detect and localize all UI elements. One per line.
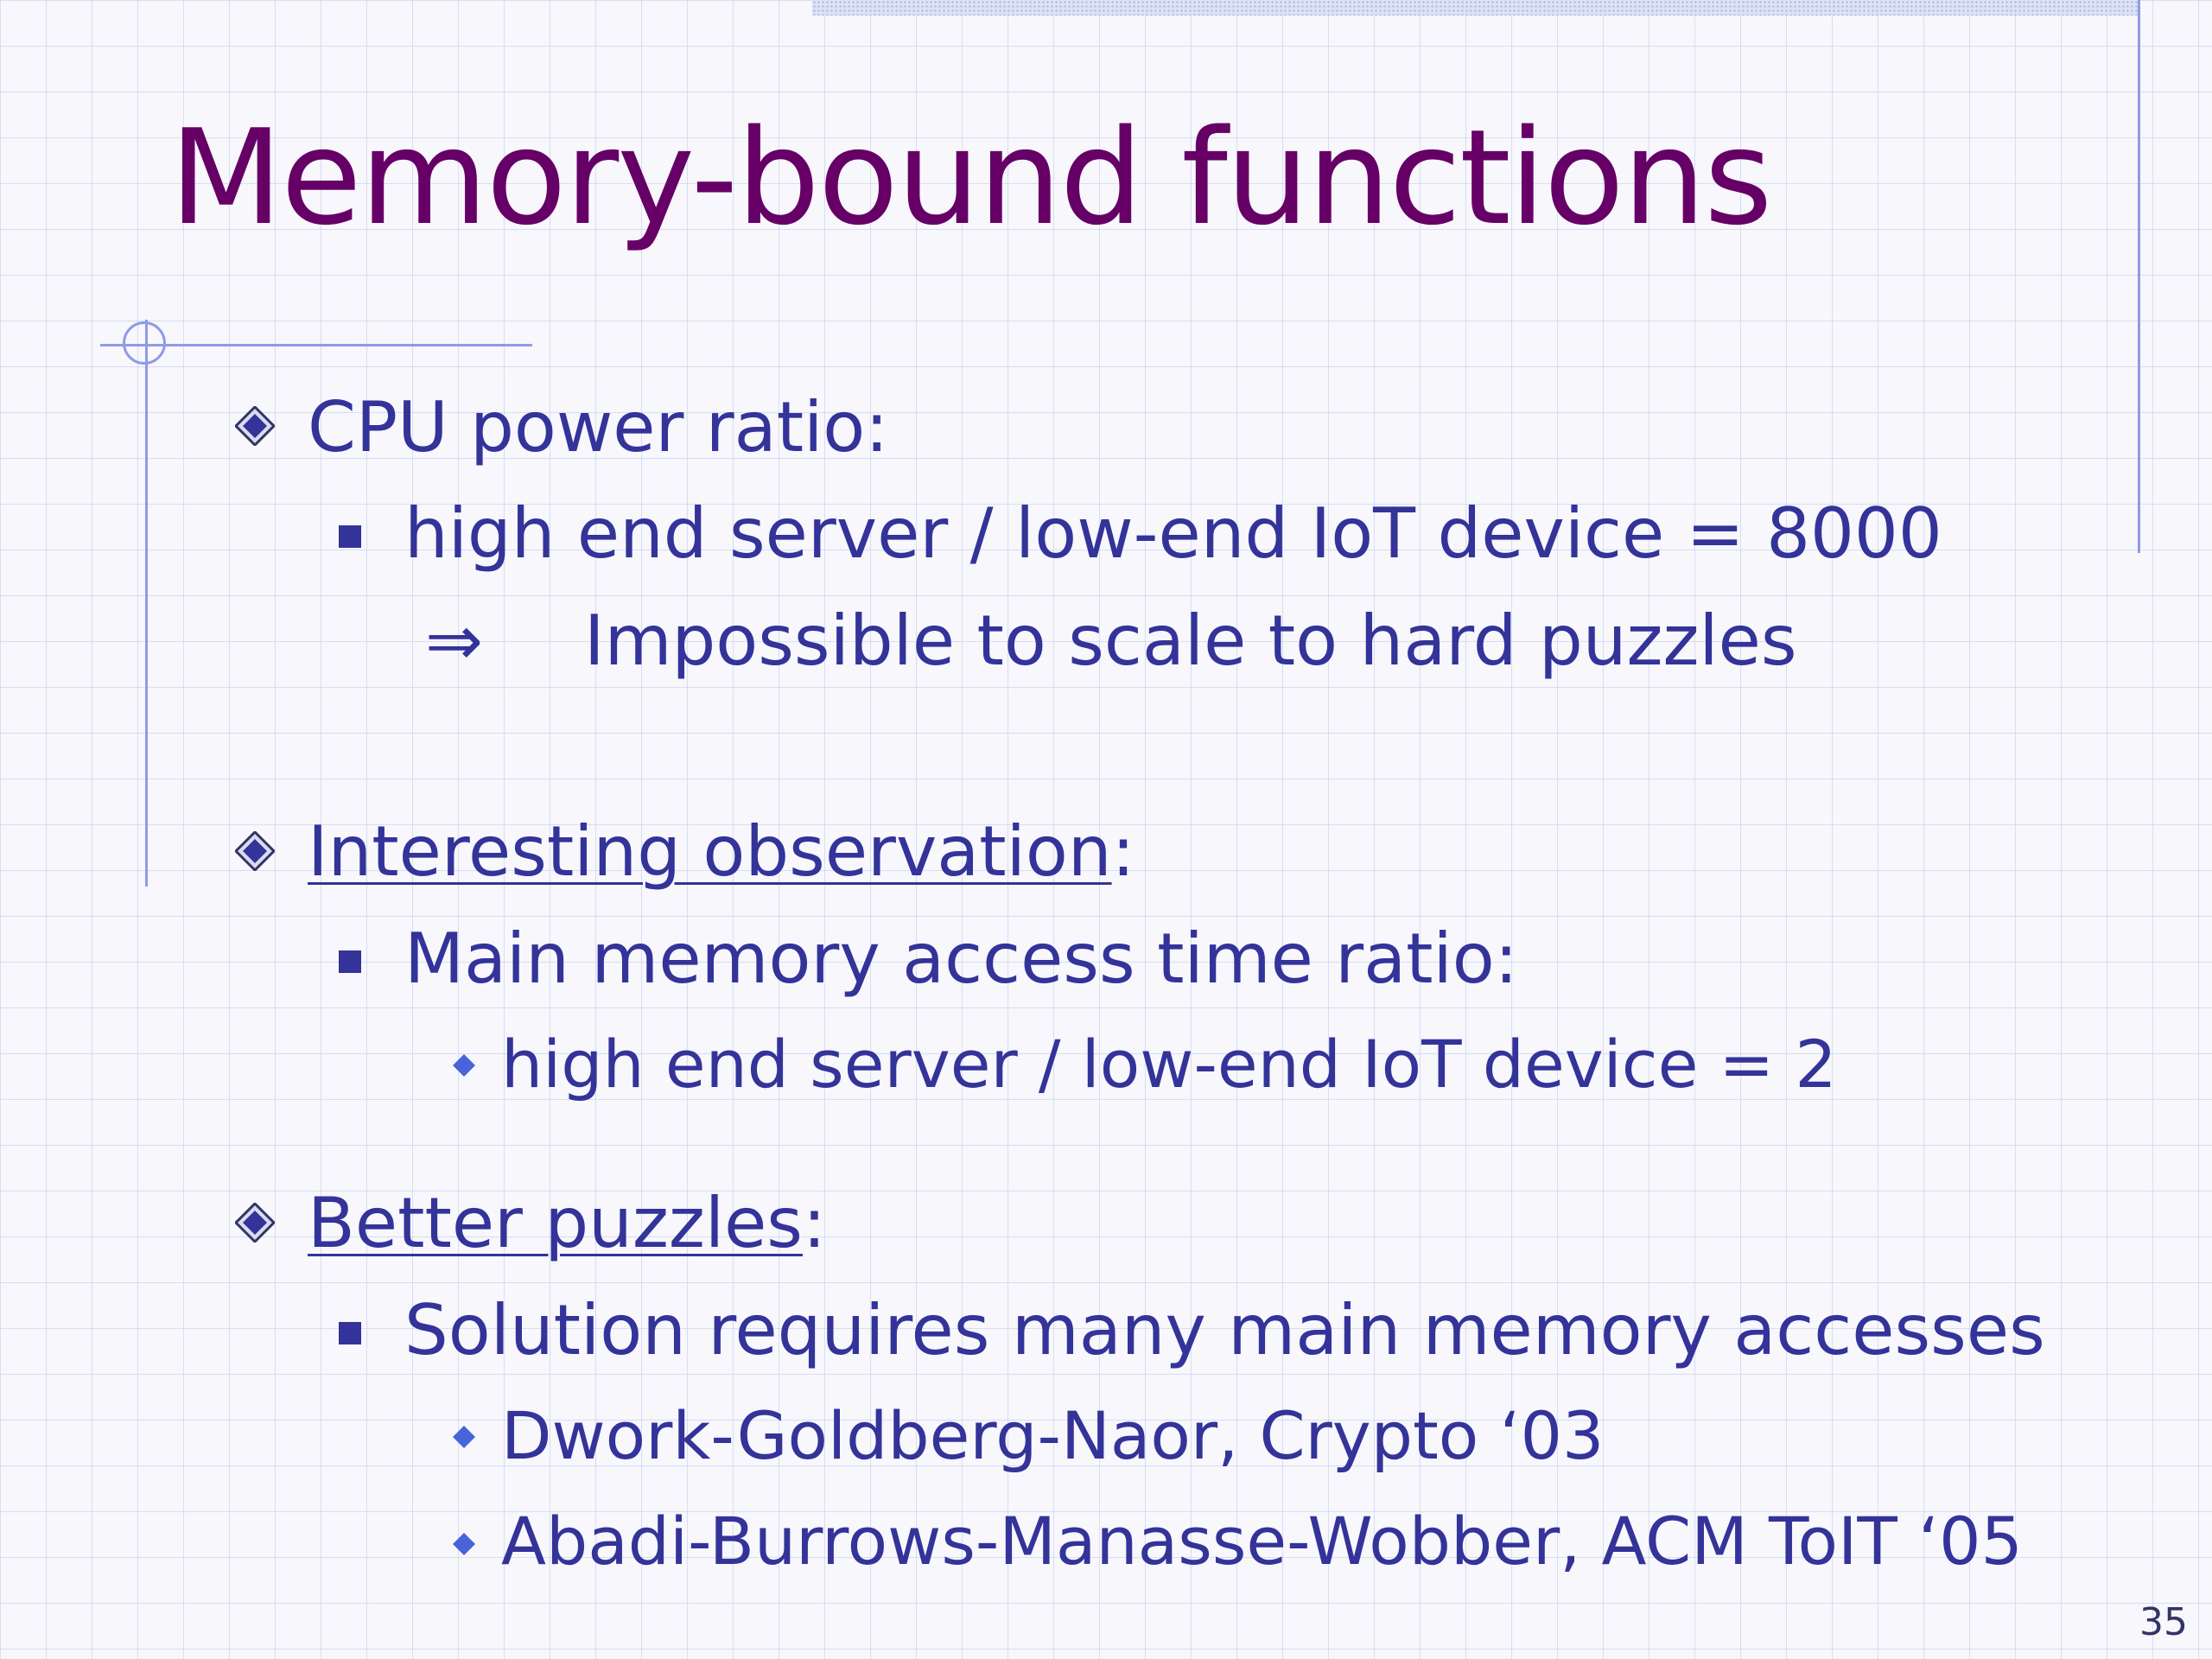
small-diamond-bullet-icon: [453, 1533, 475, 1555]
item-reference-abadi: Abadi-Burrows-Manasse-Wobber, ACM ToIT ‘…: [501, 1503, 2023, 1580]
diamond-bullet-icon: [235, 406, 275, 446]
item-memory-access-ratio: Main memory access time ratio:: [404, 918, 1518, 999]
left-vertical-rule: [145, 320, 148, 887]
item-impossible-to-scale: Impossible to scale to hard puzzles: [584, 601, 1797, 681]
item-memory-ratio-value: high end server / low-end IoT device = 2: [501, 1026, 1837, 1103]
small-diamond-bullet-icon: [453, 1054, 475, 1077]
item-reference-dwork: Dwork-Goldberg-Naor, Crypto ‘03: [501, 1397, 1605, 1474]
diamond-bullet-icon: [235, 1203, 275, 1243]
bullet-interesting-observation: Interesting observation:: [308, 817, 1135, 887]
square-bullet-icon: [339, 525, 361, 548]
top-decorative-band: [812, 0, 2139, 16]
crosshair-ornament: [123, 321, 166, 365]
bullet-better-puzzles: Better puzzles:: [308, 1189, 826, 1258]
heading-underlined-text: Better puzzles: [308, 1183, 803, 1263]
heading-colon: :: [802, 1183, 826, 1263]
right-vertical-rule: [2138, 0, 2140, 553]
square-bullet-icon: [339, 950, 361, 973]
implies-arrow-icon: ⇒: [425, 601, 484, 681]
item-cpu-ratio-value: high end server / low-end IoT device = 8…: [404, 493, 1942, 574]
left-horizontal-rule: [100, 344, 532, 346]
item-solution-requires: Solution requires many main memory acces…: [404, 1290, 2045, 1370]
slide-number: 35: [2139, 1600, 2188, 1644]
heading-colon: :: [1111, 811, 1135, 892]
slide-title: Memory-bound functions: [169, 101, 1772, 254]
heading-underlined-text: Interesting observation: [308, 811, 1112, 892]
small-diamond-bullet-icon: [453, 1426, 475, 1448]
square-bullet-icon: [339, 1322, 361, 1344]
diamond-bullet-icon: [235, 831, 275, 871]
bullet-cpu-power-ratio: CPU power ratio:: [308, 387, 889, 467]
